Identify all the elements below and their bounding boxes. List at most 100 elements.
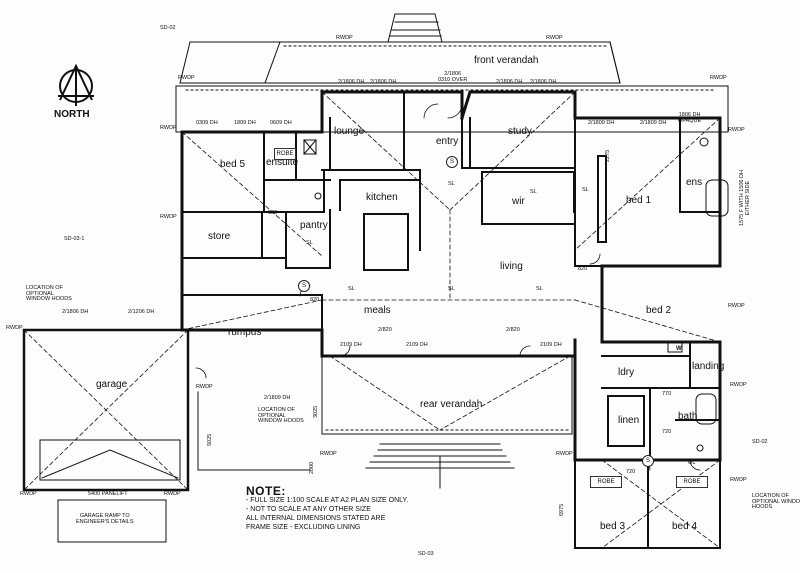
- door-dim: 820: [268, 210, 278, 216]
- sl-marker: SL: [306, 240, 313, 246]
- rwdp-label: RWDP: [336, 35, 353, 41]
- door-dim: 720: [662, 429, 672, 435]
- window-dim: 2/1809 DH: [640, 120, 667, 126]
- section-marker: SD-03: [418, 551, 434, 557]
- room-ensuite: ensuite: [266, 157, 299, 168]
- rwdp-label: RWDP: [728, 127, 745, 133]
- sl-marker: SL: [582, 187, 589, 193]
- room-bed3: bed 3: [600, 521, 626, 532]
- door-dim: 820: [310, 297, 320, 303]
- roof-lines: [23, 91, 721, 549]
- rwdp-label: RWDP: [178, 75, 195, 81]
- dim-3025: 3025: [313, 405, 319, 418]
- rwdp-label: RWDP: [160, 214, 177, 220]
- smoke-detector-icon: S: [642, 455, 654, 467]
- room-kitchen: kitchen: [366, 192, 398, 203]
- room-pantry: pantry: [300, 220, 328, 231]
- window-dim: 2109 DH: [406, 342, 428, 348]
- sl-marker: SL: [448, 181, 455, 187]
- room-front-verandah: front verandah: [474, 55, 539, 66]
- door-dim: 770: [662, 391, 672, 397]
- window-dim: 2/1206 DH: [128, 309, 155, 315]
- room-bed2: bed 2: [646, 305, 672, 316]
- window-dim: 2/1806 DH: [370, 79, 397, 85]
- room-living: living: [500, 261, 523, 272]
- room-bath: bath: [678, 411, 698, 422]
- room-study: study: [508, 126, 532, 137]
- robe-tag: ROBE: [590, 476, 622, 488]
- door-dim: 2/820: [506, 327, 520, 333]
- section-marker: SD-03-1: [64, 236, 85, 242]
- front-verandah-roof: [179, 13, 621, 84]
- garage-door: [39, 439, 181, 543]
- window-dim: 1809 DH: [234, 120, 256, 126]
- note-window-hoods: LOCATION OF OPTIONAL WINDOW HOODS: [26, 285, 72, 302]
- room-bed4: bed 4: [672, 521, 698, 532]
- room-entry: entry: [436, 136, 459, 147]
- room-ldry: ldry: [618, 367, 635, 378]
- note-line: - FULL SIZE 1:100 SCALE AT A2 PLAN SIZE …: [246, 497, 409, 504]
- north-label: NORTH: [54, 109, 90, 120]
- room-landing: landing: [692, 361, 725, 372]
- room-meals: meals: [364, 305, 391, 316]
- smoke-detector-icon: S: [446, 156, 458, 168]
- rwdp-label: RWDP: [710, 75, 727, 81]
- garage-walls: [22, 328, 190, 492]
- room-bed5: bed 5: [220, 159, 246, 170]
- window-dim: 2/1806 DH: [496, 79, 523, 85]
- rwdp-label: RWDP: [320, 451, 337, 457]
- room-garage: garage: [96, 379, 128, 390]
- room-wc: wc: [688, 460, 696, 466]
- door-dim: 820: [578, 266, 588, 272]
- window-dim-opaque: 1806 DH OPAQUE: [678, 112, 702, 124]
- verandah-frames: [175, 85, 729, 489]
- room-bed1: bed 1: [626, 195, 652, 206]
- window-dim: 2/1809 DH: [264, 395, 291, 401]
- robe-tag: ROBE: [676, 476, 708, 488]
- room-rear-verandah: rear verandah: [420, 399, 483, 410]
- sl-marker: SL: [530, 189, 537, 195]
- section-marker: SD-02: [160, 25, 176, 31]
- window-dim: 2/1806 DH: [338, 79, 365, 85]
- dim-2275: 2275: [605, 149, 611, 162]
- north-arrow: [58, 63, 94, 106]
- window-dim: 0309 DH: [196, 120, 218, 126]
- rwdp-label: RWDP: [160, 125, 177, 131]
- robe-tag: ROBE: [274, 148, 296, 160]
- internal-walls: [181, 91, 721, 549]
- door-dim: 720: [626, 469, 636, 475]
- dim-6975: 6975: [559, 503, 565, 516]
- dim-2000: 2000: [309, 461, 315, 474]
- room-store: store: [208, 231, 231, 242]
- door-dim: 2/820: [378, 327, 392, 333]
- note-window-hoods: LOCATION OF OPTIONAL WINDOW HOODS: [258, 407, 304, 424]
- sl-marker: SL: [348, 286, 355, 292]
- window-dim: 0609 DH: [270, 120, 292, 126]
- note-window-hoods: LOCATION OF OPTIONAL WINDOW HOODS: [752, 493, 800, 510]
- plan-note: NOTE: - FULL SIZE 1:100 SCALE AT A2 PLAN…: [246, 484, 409, 532]
- rwdp-label: RWDP: [20, 491, 37, 497]
- window-dim: 2/1809 DH: [588, 120, 615, 126]
- fixtures: [303, 137, 729, 452]
- room-linen: linen: [618, 415, 640, 426]
- rwdp-label: RWDP: [556, 451, 573, 457]
- sl-marker: SL: [448, 286, 455, 292]
- sl-marker: SL: [536, 286, 543, 292]
- rwdp-label: RWDP: [6, 325, 23, 331]
- rwdp-label: RWDP: [546, 35, 563, 41]
- rwdp-label: RWDP: [730, 477, 747, 483]
- note-title: NOTE:: [246, 484, 286, 498]
- note-line: - NOT TO SCALE AT ANY OTHER SIZE: [246, 506, 371, 513]
- window-dim: 2109 DH: [340, 342, 362, 348]
- note-line: ALL INTERNAL DIMENSIONS STATED ARE: [246, 515, 386, 522]
- window-dim: 2/1806 DH: [62, 309, 89, 315]
- panelift-label: 5400 PANELIFT: [88, 491, 128, 497]
- rwdp-label: RWDP: [728, 303, 745, 309]
- room-ens: ens: [686, 177, 703, 188]
- rwdp-label: RWDP: [196, 384, 213, 390]
- room-lounge: lounge: [334, 126, 365, 137]
- entry-window-dim: 2/1806 0310 OVER: [438, 71, 468, 83]
- section-marker: SD-02: [752, 439, 768, 445]
- room-wir: wir: [512, 196, 525, 207]
